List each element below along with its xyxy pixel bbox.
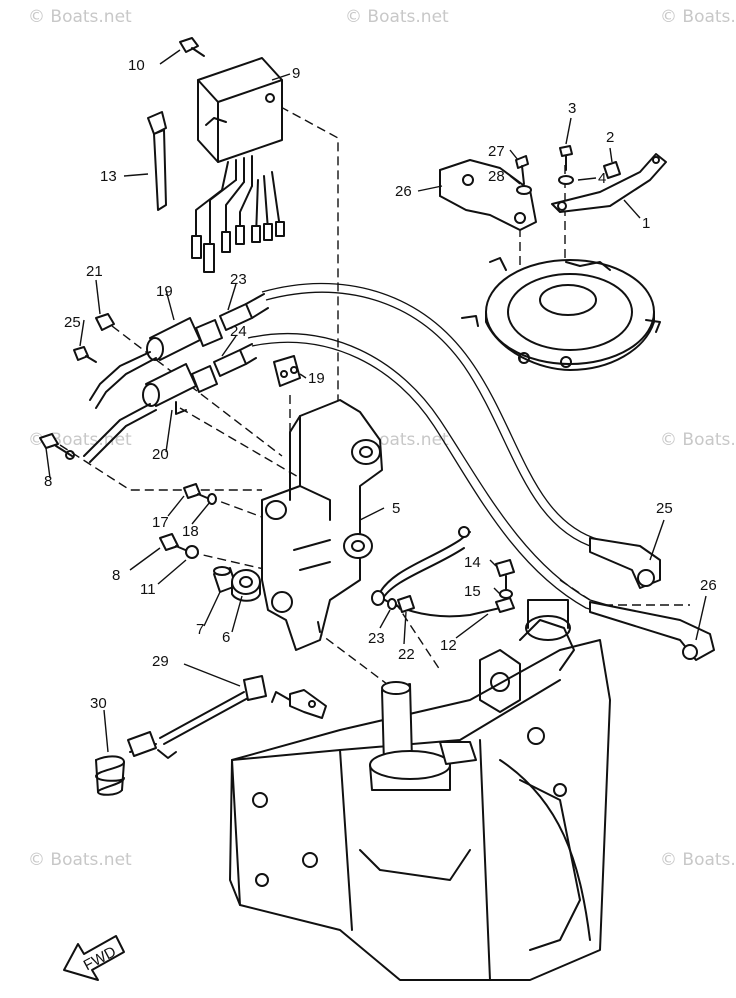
sensor-lead-29	[127, 675, 327, 759]
callout-label: 13	[100, 168, 117, 185]
crankshaft-column	[369, 681, 477, 791]
callout-label: 27	[488, 143, 505, 160]
callout-label: 23	[230, 271, 247, 288]
callout-label: 14	[464, 554, 481, 571]
callout-label: 11	[140, 581, 156, 598]
grommet-6	[231, 569, 261, 602]
callout-label: 23	[368, 630, 385, 647]
callout-label: 12	[440, 637, 457, 654]
callout-label: 2	[606, 129, 614, 146]
spring-30	[95, 755, 125, 796]
callout-label: 24	[230, 323, 247, 340]
ignition-coil-upper	[89, 293, 269, 409]
callout-label: 17	[152, 514, 169, 531]
callout-label: 6	[222, 629, 230, 646]
callout-label: 28	[488, 168, 505, 185]
cdi-unit	[191, 57, 285, 273]
engine-block	[229, 599, 611, 981]
ground-lead-10	[371, 526, 515, 618]
collar-7	[213, 566, 237, 593]
forward-arrow-icon: FWD	[63, 935, 125, 981]
watermark: © Boats.net	[28, 850, 132, 870]
watermark: © Boats.net	[28, 7, 132, 27]
callout-label: 19	[308, 370, 325, 387]
bolt-8-lower	[159, 533, 199, 559]
callout-labels: 10 9 13 26 27 28 3 2 4 1 21 19 23 24 25 …	[44, 57, 717, 712]
callout-label: 20	[152, 446, 169, 463]
ignition-coil-lower	[83, 343, 257, 463]
callout-label: 7	[196, 621, 204, 638]
callout-label: 21	[86, 263, 103, 280]
callout-label: 3	[568, 100, 576, 117]
callout-label: 15	[464, 583, 481, 600]
watermark: © Boats.net	[660, 430, 736, 450]
callout-label: 9	[292, 65, 300, 82]
callout-label: 25	[64, 314, 81, 331]
watermark: © Boats.net	[660, 7, 736, 27]
screw-24	[73, 346, 97, 363]
bolt-15	[183, 483, 217, 505]
high-tension-cables	[247, 282, 661, 629]
watermark: © Boats.net	[660, 850, 736, 870]
leader-lines	[45, 49, 707, 753]
mounting-bracket-5	[261, 399, 383, 651]
callout-label: 18	[182, 523, 199, 540]
callout-label: 29	[152, 653, 169, 670]
plug-cap-25-lower	[589, 601, 715, 661]
plug-cap-25-upper	[589, 537, 661, 589]
watermark: © Boats.net	[345, 7, 449, 27]
callout-label: 26	[700, 577, 717, 594]
cable-tie-18	[147, 111, 167, 211]
screw-14	[179, 37, 205, 57]
pulser-coil-1	[551, 145, 667, 213]
callout-label: 8	[112, 567, 120, 584]
stator-base-plate	[461, 257, 661, 371]
callout-label: 19	[156, 283, 173, 300]
callout-label: 22	[398, 646, 415, 663]
callout-label: 4	[598, 170, 606, 187]
callout-label: 5	[392, 500, 400, 517]
callout-label: 1	[642, 215, 650, 232]
callout-label: 8	[44, 473, 52, 490]
screw-8-upper	[39, 433, 75, 460]
callout-label: 26	[395, 183, 412, 200]
callout-label: 25	[656, 500, 673, 517]
clamp-17	[273, 355, 301, 387]
callout-label: 30	[90, 695, 107, 712]
screw-20	[95, 313, 115, 331]
callout-label: 10	[128, 57, 145, 74]
bolt-22-21	[387, 595, 415, 613]
